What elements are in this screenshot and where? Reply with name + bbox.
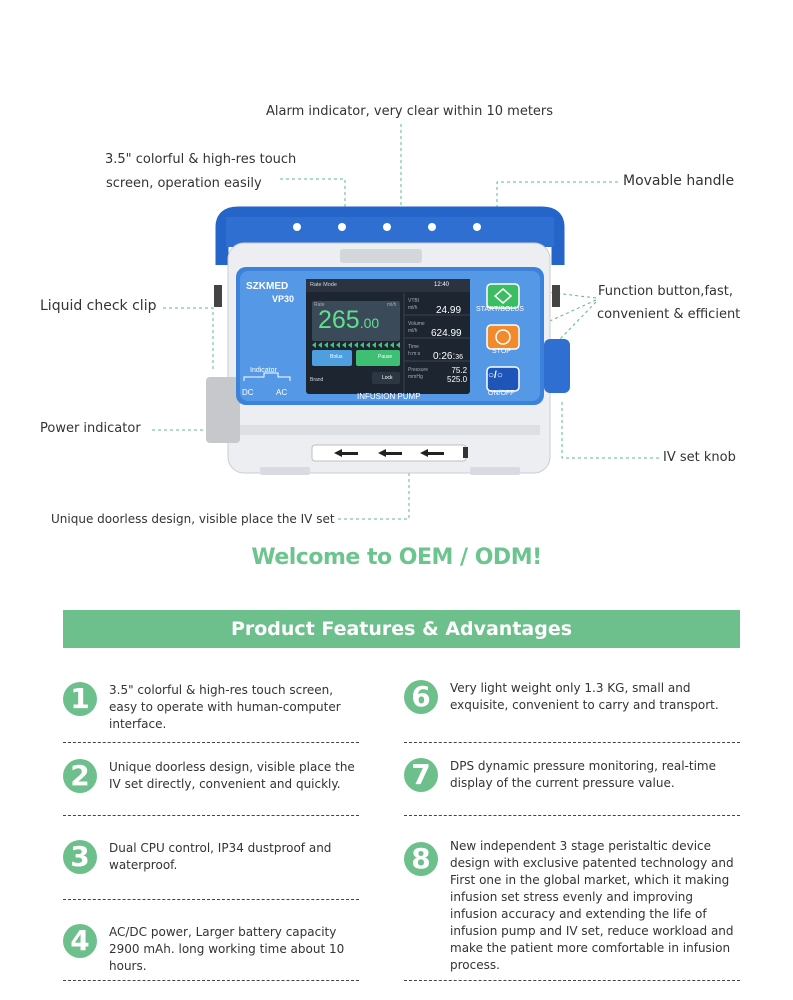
screen-rate-unit: ml/h (387, 302, 397, 308)
screen-clock: 12:40 (434, 282, 450, 288)
pressure-unit: mmHg (408, 374, 423, 380)
device-model: VP30 (272, 294, 295, 304)
rate-value: 265 (318, 306, 360, 334)
device-indicator-label: Indicator (250, 367, 277, 374)
feature-number: 2 (63, 759, 97, 793)
feature-text: AC/DC power, Larger battery capacity 290… (109, 925, 345, 973)
feature-number: 1 (63, 682, 97, 716)
feature-number: 3 (63, 840, 97, 874)
vtbi-unit: ml/h (408, 305, 418, 311)
feature-text: Unique doorless design, visible place th… (109, 760, 355, 791)
separator (404, 742, 740, 743)
screen-time-label: Time h:m:s (408, 344, 420, 358)
device-ac-label: AC (276, 388, 288, 397)
feature-number: 8 (404, 842, 438, 876)
callout-function-line2: convenient & efficient (597, 307, 741, 322)
device-dc-label: DC (242, 388, 254, 397)
separator (63, 815, 359, 816)
device-name-label: INFUSION PUMP (357, 392, 421, 401)
screen-pause-button: Pause (378, 354, 393, 360)
callout-doorless: Unique doorless design, visible place th… (51, 512, 335, 526)
screen-vtbi-value: 24.99 (436, 305, 462, 316)
feature-text: New independent 3 stage peristaltic devi… (450, 839, 734, 972)
callout-function-line1: Function button,fast, (598, 284, 733, 299)
separator (404, 980, 740, 981)
pressure-value-2: 525.0 (447, 375, 468, 384)
callout-alarm: Alarm indicator, very clear within 10 me… (266, 104, 554, 119)
screen-rate-label: Rate (314, 302, 325, 308)
time-seconds: 36 (455, 354, 464, 361)
screen-rate-value: 265.00 (318, 306, 379, 335)
separator (63, 980, 359, 981)
time-label: Time (408, 344, 419, 350)
screen-lock-button: Lock (382, 375, 393, 381)
onoff-icon: ○/○ (488, 370, 503, 381)
feature-text: 3.5" colorful & high-res touch screen, e… (109, 683, 341, 731)
screen-volume-value: 624.99 (431, 328, 462, 339)
features-banner: Product Features & Advantages (63, 610, 740, 648)
vtbi-label: VTBI (408, 298, 420, 304)
feature-text: DPS dynamic pressure monitoring, real-ti… (450, 759, 716, 790)
feature-number: 6 (404, 680, 438, 714)
screen-brand: Brand (310, 377, 324, 383)
welcome-heading: Welcome to OEM / ODM! (251, 545, 542, 570)
screen-pressure-label: Pressure mmHg (408, 367, 428, 381)
screen-mode: Rate Mode (310, 282, 337, 288)
feature-text: Dual CPU control, IP34 dustproof and wat… (109, 841, 332, 872)
screen-pressure-values: 75.2 525.0 (447, 366, 467, 384)
pressure-value-1: 75.2 (451, 366, 468, 375)
volume-label: Volume (408, 321, 425, 327)
device-brand: SZKMED (246, 281, 289, 292)
separator (63, 742, 359, 743)
screen-bolus-button: Bolus (330, 354, 343, 360)
feature-text: Very light weight only 1.3 KG, small and… (450, 681, 719, 712)
rate-decimal: .00 (359, 315, 380, 331)
separator (63, 899, 359, 900)
callout-screen-line2: screen, operation easily (106, 176, 262, 191)
device-start-label: START/BOLUS (476, 306, 524, 313)
callout-handle: Movable handle (623, 173, 735, 189)
callout-power: Power indicator (40, 421, 141, 436)
feature-number: 7 (404, 758, 438, 792)
time-value: 0:26: (433, 351, 456, 362)
feature-number: 4 (63, 924, 97, 958)
callout-knob: IV set knob (663, 450, 736, 465)
pressure-label: Pressure (408, 367, 429, 373)
device-onoff-label: ON/OFF (488, 390, 515, 397)
callout-screen-line1: 3.5" colorful & high-res touch (105, 152, 297, 167)
separator (404, 815, 740, 816)
screen-volume-label: Volume ml/h (408, 321, 425, 335)
time-unit: h:m:s (408, 351, 421, 357)
screen-vtbi-label: VTBI ml/h (408, 298, 419, 312)
screen-time-value: 0:26:36 (433, 351, 463, 362)
infusion-pump-image (206, 206, 570, 475)
device-stop-label: STOP (492, 348, 511, 355)
volume-unit: ml/h (408, 328, 418, 334)
callout-clip: Liquid check clip (40, 298, 157, 314)
